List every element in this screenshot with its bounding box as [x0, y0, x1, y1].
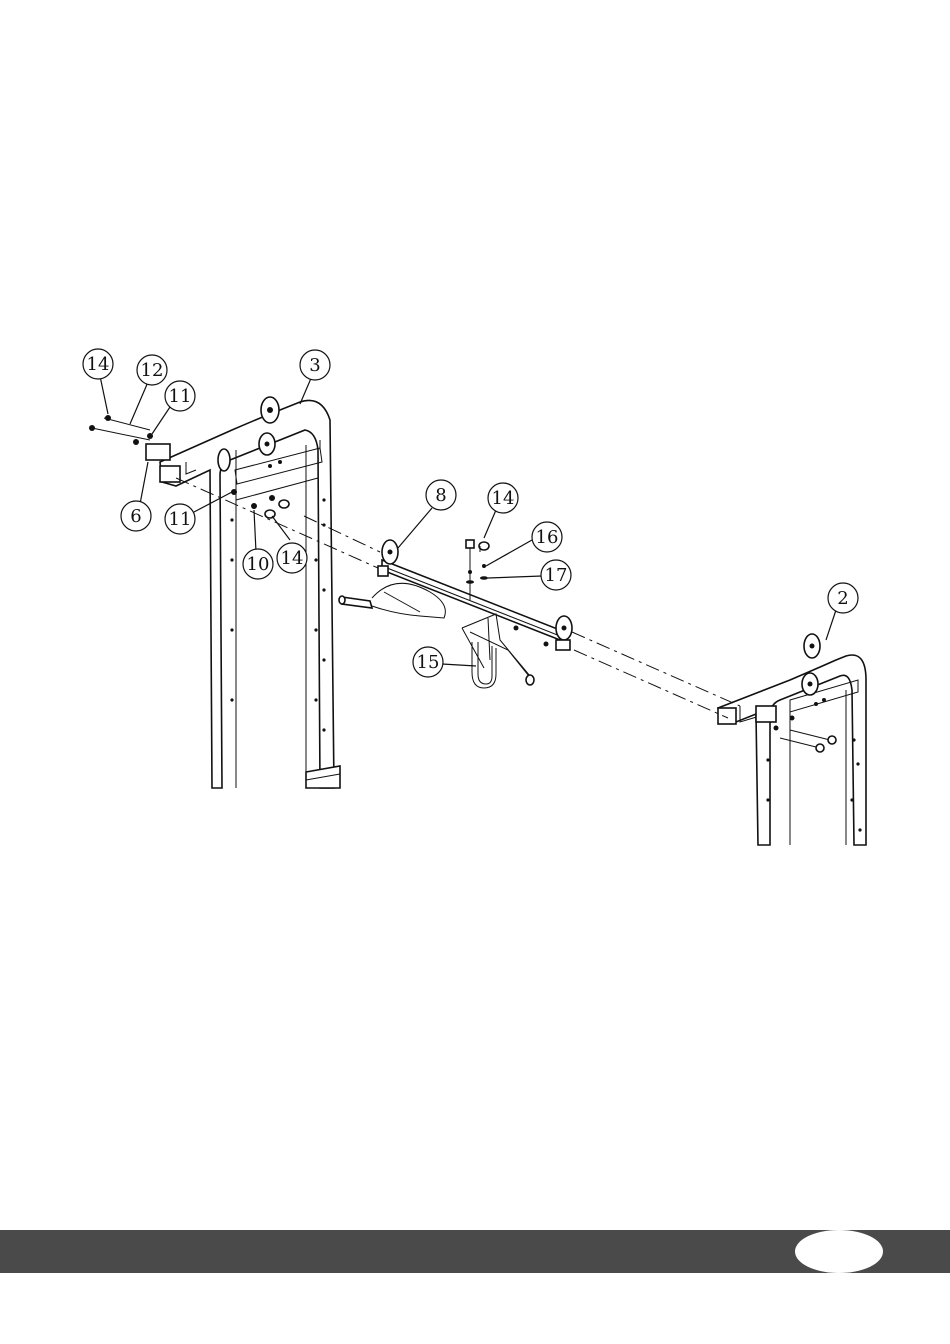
callout-8: 8 — [426, 480, 456, 510]
svg-text:11: 11 — [169, 386, 192, 407]
svg-text:12: 12 — [141, 360, 164, 381]
callout-16: 16 — [532, 522, 562, 552]
callout-14: 14 — [83, 349, 113, 379]
svg-text:15: 15 — [417, 652, 440, 673]
upright-holes — [230, 460, 325, 732]
callout-11-lower: 11 — [165, 504, 195, 534]
callout-14-middle: 14 — [488, 483, 518, 513]
svg-text:14: 14 — [492, 488, 515, 509]
svg-text:14: 14 — [281, 548, 304, 569]
svg-text:2: 2 — [837, 588, 848, 609]
svg-text:16: 16 — [536, 527, 559, 548]
callout-12: 12 — [137, 355, 167, 385]
callouts: 14 12 11 3 6 11 10 14 8 14 16 17 2 15 — [83, 349, 858, 677]
callout-10: 10 — [243, 549, 273, 579]
svg-text:3: 3 — [309, 355, 320, 376]
svg-text:10: 10 — [247, 554, 270, 575]
callout-14-lower: 14 — [277, 543, 307, 573]
callout-3: 3 — [300, 350, 330, 380]
middle-bar — [339, 540, 572, 688]
callout-17: 17 — [541, 560, 571, 590]
left-frame — [89, 397, 340, 788]
callout-11: 11 — [165, 381, 195, 411]
svg-text:6: 6 — [130, 506, 141, 527]
callout-2: 2 — [828, 583, 858, 613]
callout-15: 15 — [413, 647, 443, 677]
svg-text:17: 17 — [545, 565, 568, 586]
svg-text:14: 14 — [87, 354, 110, 375]
svg-text:11: 11 — [169, 509, 192, 530]
callout-6: 6 — [121, 501, 151, 531]
svg-text:8: 8 — [435, 485, 446, 506]
right-frame — [718, 634, 866, 845]
page-number-badge — [795, 1230, 883, 1273]
